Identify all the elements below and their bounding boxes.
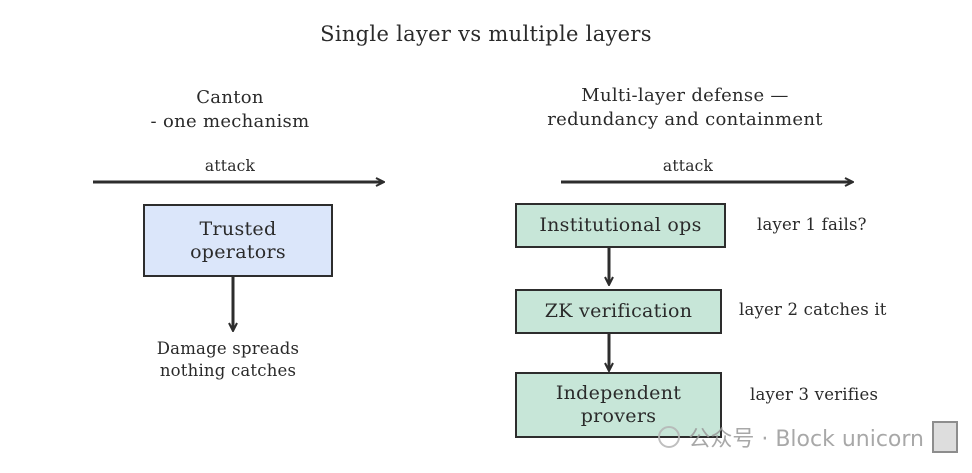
layer-2-box: ZK verification bbox=[515, 289, 722, 334]
watermark: 公众号 · Block unicorn bbox=[658, 421, 958, 453]
right-attack-label: attack bbox=[662, 157, 714, 175]
right-heading: Multi-layer defense — redundancy and con… bbox=[510, 84, 860, 132]
trusted-operators-line2: operators bbox=[190, 240, 286, 263]
wechat-logo-icon bbox=[658, 426, 681, 448]
layer-1-label: Institutional ops bbox=[539, 214, 702, 236]
badge-icon bbox=[932, 421, 958, 453]
layer-3-note: layer 3 verifies bbox=[750, 385, 879, 404]
diagram-title: Single layer vs multiple layers bbox=[320, 22, 652, 46]
right-heading-line1: Multi-layer defense — bbox=[581, 85, 789, 106]
damage-note: Damage spreads nothing catches bbox=[138, 338, 318, 382]
layer-1-note: layer 1 fails? bbox=[757, 215, 867, 234]
left-attack-label: attack bbox=[204, 157, 256, 175]
watermark-text: 公众号 · Block unicorn bbox=[688, 427, 924, 452]
right-heading-line2: redundancy and containment bbox=[547, 109, 823, 130]
layer-2-note: layer 2 catches it bbox=[739, 300, 887, 319]
left-heading-line2: - one mechanism bbox=[150, 111, 310, 132]
layer-3-label-line1: Independent bbox=[555, 382, 682, 404]
layer-3-label-line2: provers bbox=[580, 405, 657, 427]
damage-note-line2: nothing catches bbox=[159, 361, 297, 380]
damage-note-line1: Damage spreads bbox=[156, 339, 300, 358]
left-heading-line1: Canton bbox=[196, 87, 264, 108]
layer-2-label: ZK verification bbox=[544, 300, 693, 322]
layer-3-box: Independent provers bbox=[515, 372, 722, 438]
left-heading: Canton - one mechanism bbox=[120, 86, 340, 134]
layer-1-box: Institutional ops bbox=[515, 203, 726, 248]
trusted-operators-box: Trusted operators bbox=[143, 204, 333, 277]
trusted-operators-line1: Trusted bbox=[199, 217, 277, 240]
